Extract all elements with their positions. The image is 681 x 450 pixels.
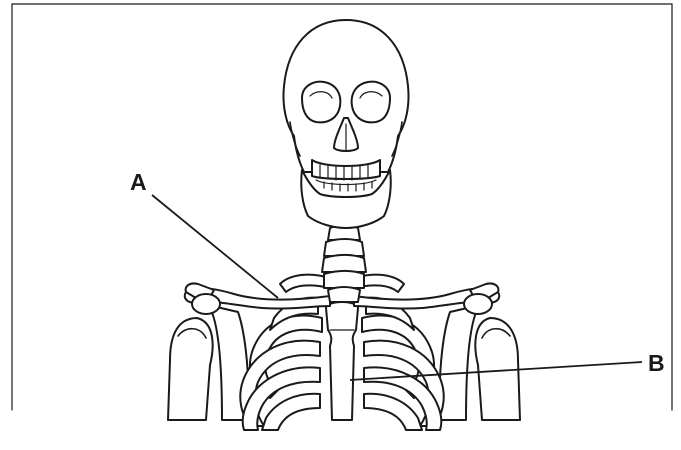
left-humerus: [168, 318, 213, 420]
leader-line-a: [152, 195, 278, 298]
label-b: B: [648, 350, 665, 376]
left-eye-socket: [302, 82, 340, 123]
right-eye-socket: [352, 82, 390, 123]
cervical-spine: [322, 225, 366, 302]
right-humerus: [475, 318, 520, 420]
label-a: A: [130, 169, 147, 195]
sternum: [326, 302, 358, 420]
skull: [283, 20, 408, 228]
